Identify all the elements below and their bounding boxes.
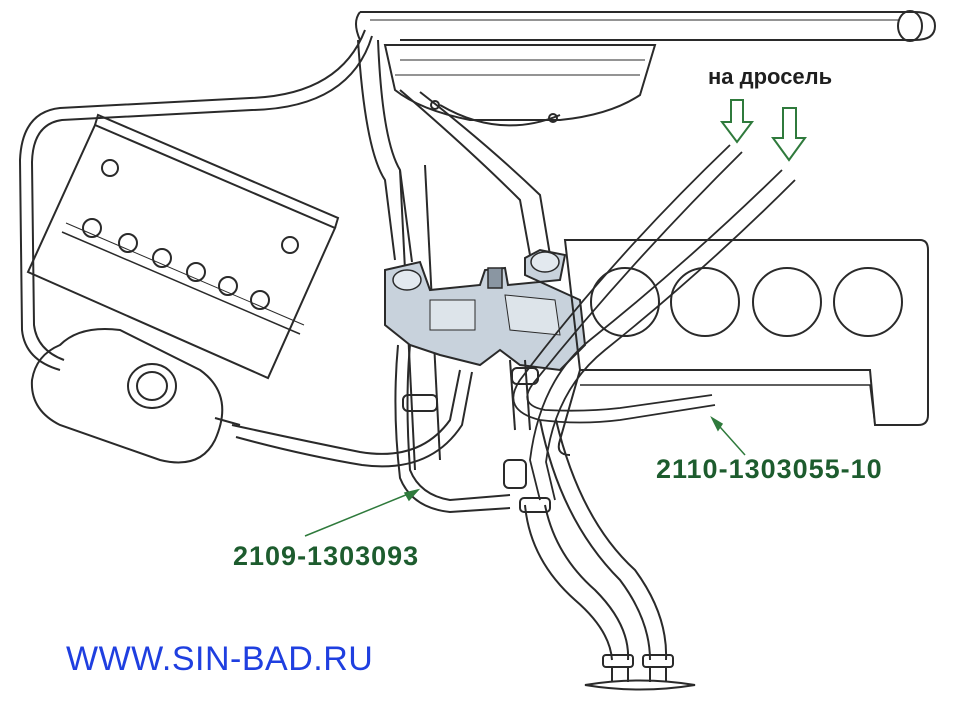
heater-tap-valve: [384, 248, 587, 372]
throttle-direction-label: на дросель: [708, 64, 833, 89]
heater-supply-pipes: [357, 39, 551, 471]
lower-return-hoses: [503, 419, 696, 691]
engine-block: [557, 239, 929, 456]
part-number-leaders: [304, 416, 746, 537]
heater-top-pipe: [355, 10, 937, 42]
valve-outlet-pipes: [394, 344, 539, 514]
hose-part-number-label: 2109-1303093: [233, 541, 420, 571]
down-arrow-icon: [771, 107, 807, 162]
battery: [26, 113, 340, 380]
down-arrow-icon: [720, 99, 754, 144]
tank-return-hose: [231, 369, 473, 468]
expansion-tank: [30, 328, 241, 464]
battery-side-hose: [18, 29, 373, 371]
website-watermark: WWW.SIN-BAD.RU: [66, 640, 374, 678]
hose-part-number-label: 2110-1303055-10: [656, 454, 883, 484]
